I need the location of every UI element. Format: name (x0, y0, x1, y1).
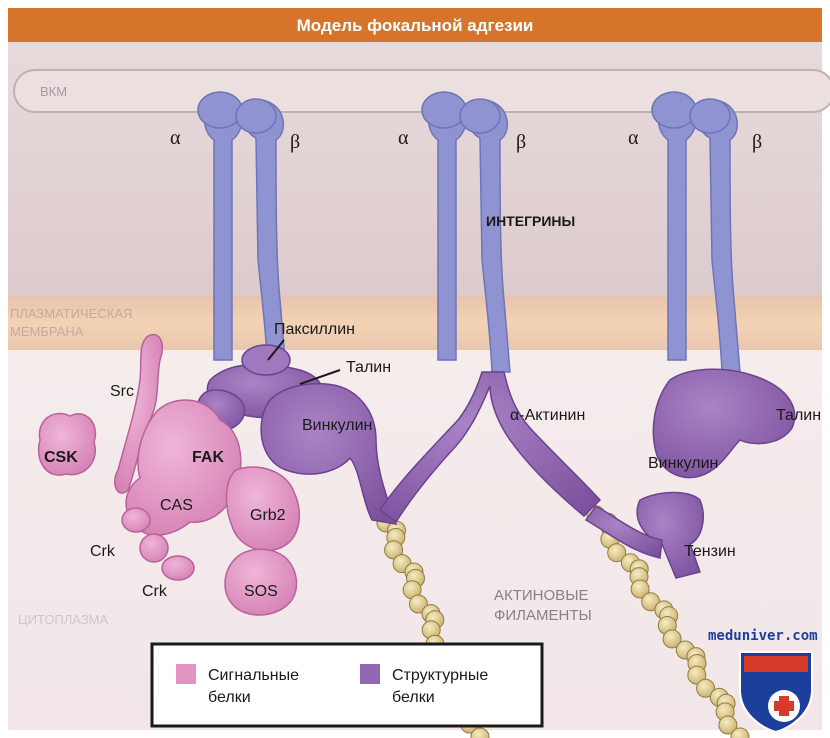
legend-signaling-swatch (176, 664, 196, 684)
watermark-text: meduniver.com (708, 628, 818, 644)
alpha-label-1: α (170, 127, 181, 149)
alpha-actinin-label: α-Актинин (510, 407, 585, 424)
tensin-label: Тензин (684, 543, 736, 560)
crk-label-2: Crk (142, 583, 168, 600)
ecm-label: ВКМ (40, 84, 67, 99)
src-label: Src (110, 383, 134, 400)
talin-label-2: Талин (776, 407, 821, 424)
membrane-label-line1: ПЛАЗМАТИЧЕСКАЯ (10, 306, 132, 321)
legend-structural-line1: Структурные (392, 667, 488, 684)
vinculin-label-2: Винкулин (648, 455, 718, 472)
legend-signaling-line2: белки (208, 689, 251, 706)
legend-structural-swatch (360, 664, 380, 684)
beta-label-2: β (516, 131, 526, 153)
legend-signaling-line1: Сигнальные (208, 667, 299, 684)
integrins-label: ИНТЕГРИНЫ (486, 213, 575, 229)
vinculin-label-1: Винкулин (302, 417, 372, 434)
paxillin-label: Паксиллин (274, 321, 355, 338)
beta-label-3: β (752, 131, 762, 153)
cytoplasm-label: ЦИТОПЛАЗМА (18, 612, 109, 627)
legend-box (152, 644, 542, 726)
crk-label-1: Crk (90, 543, 116, 560)
actin-label-line1: АКТИНОВЫЕ (494, 587, 588, 604)
fak-label: FAK (192, 449, 224, 466)
grb2-label: Grb2 (250, 507, 286, 524)
csk-label: CSK (44, 449, 78, 466)
legend: Сигнальные белки Структурные белки (152, 644, 542, 726)
cas-label: CAS (160, 497, 193, 514)
membrane-label-line2: МЕМБРАНА (10, 324, 84, 339)
beta-label-1: β (290, 131, 300, 153)
alpha-label-2: α (398, 127, 409, 149)
talin-label-1: Талин (346, 359, 391, 376)
actin-label-line2: ФИЛАМЕНТЫ (494, 607, 592, 624)
ecm-region (8, 8, 822, 298)
alpha-label-3: α (628, 127, 639, 149)
legend-structural-line2: белки (392, 689, 435, 706)
plasma-membrane (8, 296, 822, 350)
sos-label: SOS (244, 583, 278, 600)
page-title: Модель фокальной адгезии (297, 16, 534, 35)
